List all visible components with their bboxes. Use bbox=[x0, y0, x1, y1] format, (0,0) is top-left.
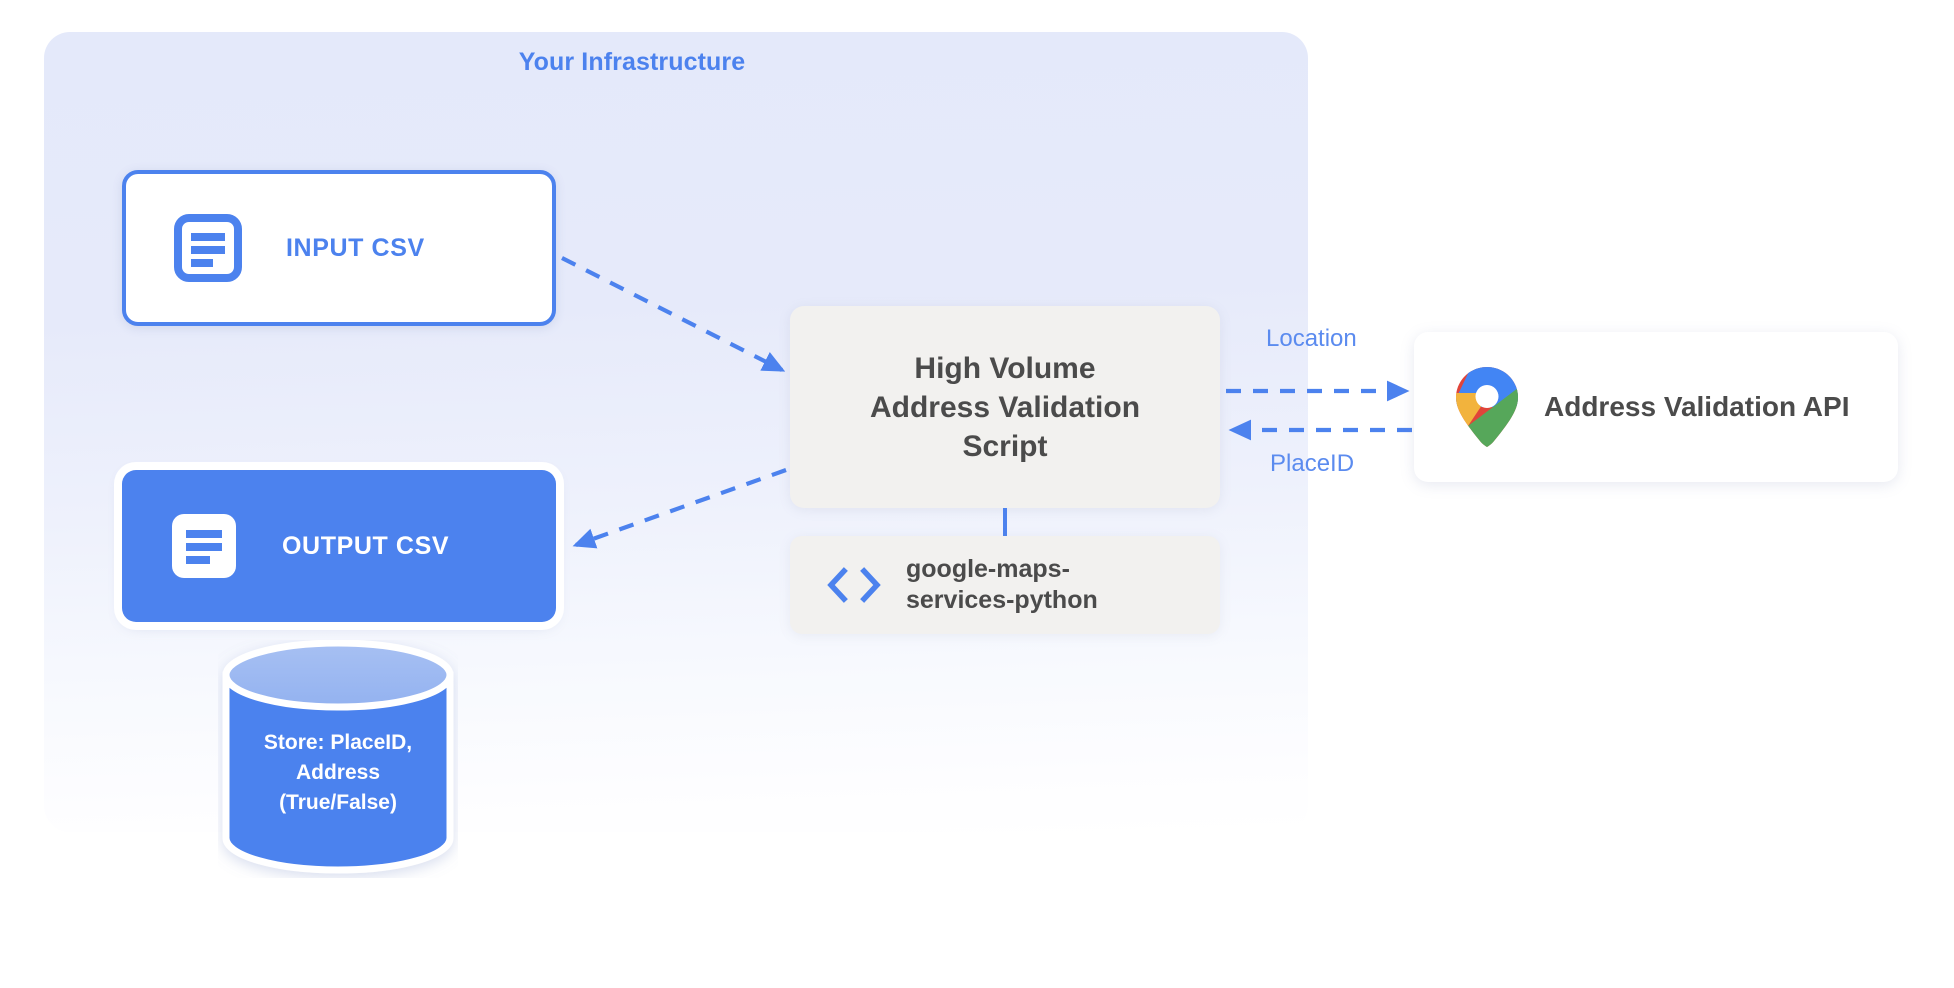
node-address-validation-api[interactable]: Address Validation API bbox=[1414, 332, 1898, 482]
node-validation-script[interactable]: High Volume Address Validation Script bbox=[790, 306, 1220, 508]
document-icon bbox=[174, 214, 242, 282]
arrow-label-location: Location bbox=[1266, 325, 1357, 352]
script-library-connector bbox=[1003, 508, 1007, 538]
input-csv-label: INPUT CSV bbox=[286, 233, 425, 262]
code-brackets-icon bbox=[827, 567, 881, 603]
google-maps-pin-icon bbox=[1456, 367, 1518, 447]
output-csv-label: OUTPUT CSV bbox=[282, 531, 450, 560]
validation-script-label: High Volume Address Validation Script bbox=[869, 351, 1141, 463]
client-library-label: google-maps- services-python bbox=[906, 554, 1098, 615]
infrastructure-title: Your Infrastructure bbox=[518, 48, 746, 76]
node-client-library[interactable]: google-maps- services-python bbox=[790, 536, 1220, 634]
node-output-csv[interactable]: OUTPUT CSV bbox=[122, 470, 556, 622]
node-input-csv[interactable]: INPUT CSV bbox=[122, 170, 556, 326]
document-icon bbox=[172, 514, 236, 578]
node-database[interactable]: Store: PlaceID, Address (True/False) bbox=[218, 639, 458, 878]
database-cylinder-icon bbox=[222, 639, 454, 874]
arrow-label-placeid: PlaceID bbox=[1270, 450, 1355, 477]
address-validation-api-label: Address Validation API bbox=[1544, 391, 1850, 422]
